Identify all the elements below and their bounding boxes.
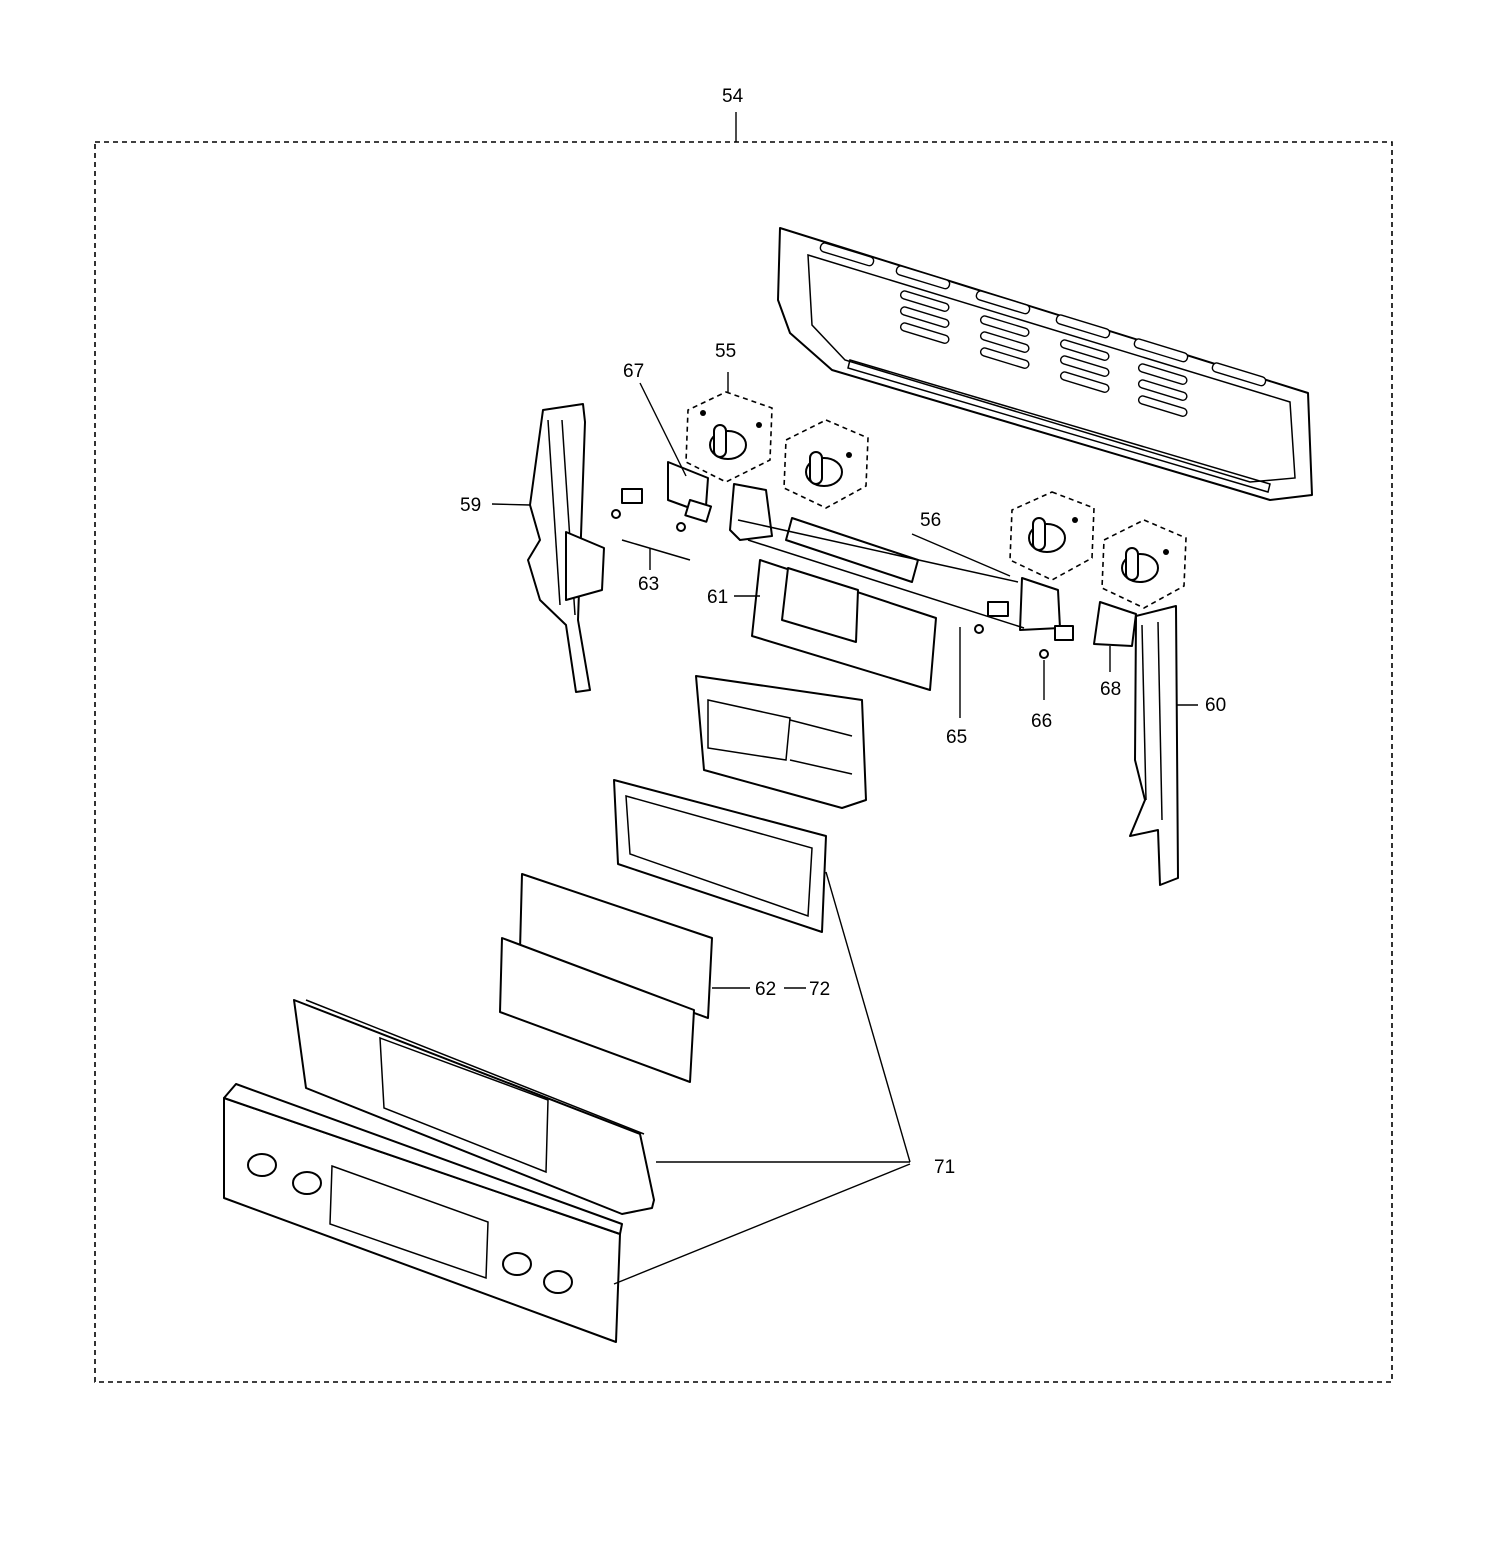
- label-65: 65: [946, 727, 967, 748]
- label-59: 59: [460, 495, 481, 516]
- inner-control-panel: [293, 999, 655, 1215]
- leader-lines: [491, 372, 1198, 1285]
- switch-68: [1093, 601, 1137, 647]
- label-54: 54: [722, 86, 744, 107]
- rear-panel-slots: [819, 242, 1267, 417]
- trim-strip-56: [785, 517, 919, 583]
- knob-module-1: [685, 391, 773, 483]
- bezel-frame: [613, 779, 827, 933]
- glass-panels: [499, 873, 713, 1083]
- label-63: 63: [638, 574, 659, 595]
- knob-module-3: [1009, 491, 1095, 581]
- label-55: 55: [715, 341, 736, 362]
- display-frame: [695, 675, 867, 809]
- assembly-boundary: [94, 141, 1393, 1383]
- label-61: 61: [707, 587, 728, 608]
- small-screws: [611, 509, 1049, 659]
- switch-block-a: [729, 483, 773, 541]
- switch-67: [621, 461, 713, 523]
- left-side-bracket: [527, 403, 605, 693]
- rear-panel: [777, 227, 1313, 501]
- label-68: 68: [1100, 679, 1121, 700]
- knob-module-2: [783, 419, 869, 509]
- label-66: 66: [1031, 711, 1052, 732]
- label-71: 71: [934, 1157, 955, 1178]
- label-67: 67: [623, 361, 644, 382]
- knob-module-4: [1101, 519, 1187, 609]
- control-board-61: [751, 559, 937, 691]
- label-60: 60: [1205, 695, 1226, 716]
- switch-block-b: [987, 577, 1074, 641]
- right-side-bracket: [1129, 605, 1179, 886]
- label-72: 72: [809, 979, 830, 1000]
- label-56: 56: [920, 510, 941, 531]
- part-labels: 54 55 67 59 56 63 61 68 60 66 65 62 72 7…: [460, 86, 1226, 1178]
- front-control-panel: [223, 1083, 623, 1343]
- label-62: 62: [755, 979, 776, 1000]
- rod-63: [621, 539, 691, 561]
